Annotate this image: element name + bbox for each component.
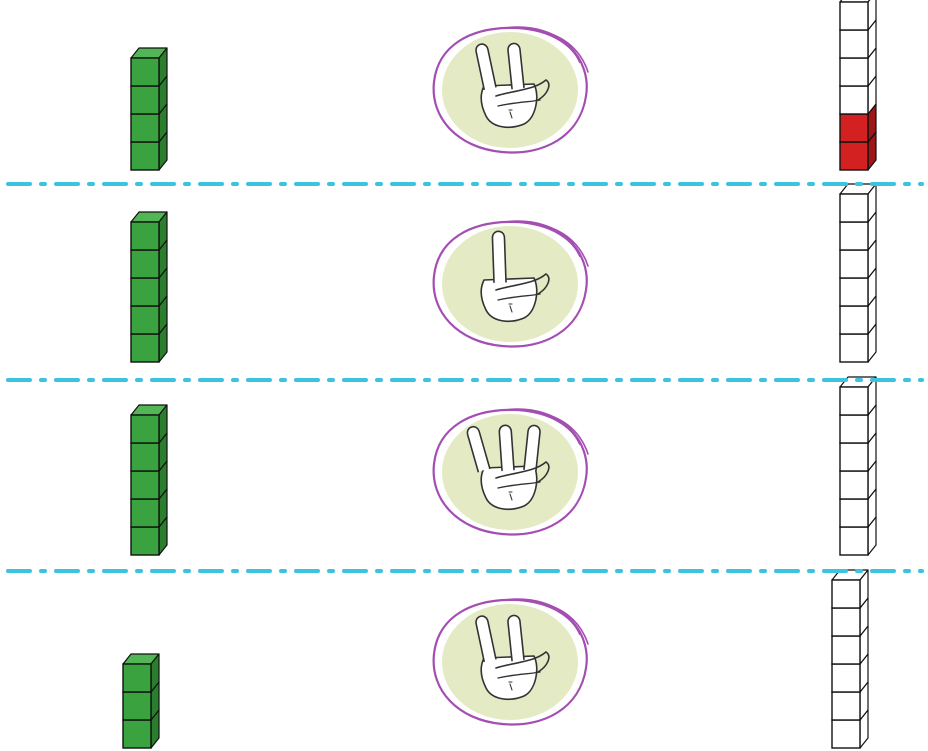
cube-tower (839, 376, 877, 556)
green-cube-3 (130, 460, 168, 500)
tower-cube-6 (831, 569, 869, 609)
green-cube-stack (122, 653, 160, 749)
cube-tower (839, 0, 877, 171)
row-1 (130, 0, 877, 171)
green-cube-4 (130, 47, 168, 87)
green-cube-3 (122, 653, 160, 693)
tower-cube-6 (839, 0, 877, 31)
green-cube-stack (130, 404, 168, 556)
row-2 (130, 183, 877, 363)
row-4 (122, 569, 869, 749)
tower-cube-6 (839, 376, 877, 416)
one-finger-hand-icon (432, 220, 589, 348)
cube-tower (839, 183, 877, 363)
three-fingers-hand-icon (432, 408, 589, 536)
two-fingers-hand-icon (432, 26, 589, 154)
two-fingers-hand-icon (432, 598, 589, 726)
green-cube-5 (130, 404, 168, 444)
green-cube-stack (130, 47, 168, 171)
green-cube-5 (130, 211, 168, 251)
row-3 (130, 376, 877, 556)
cube-tower (831, 569, 869, 749)
tower-cube-6 (839, 183, 877, 223)
green-cube-stack (130, 211, 168, 363)
